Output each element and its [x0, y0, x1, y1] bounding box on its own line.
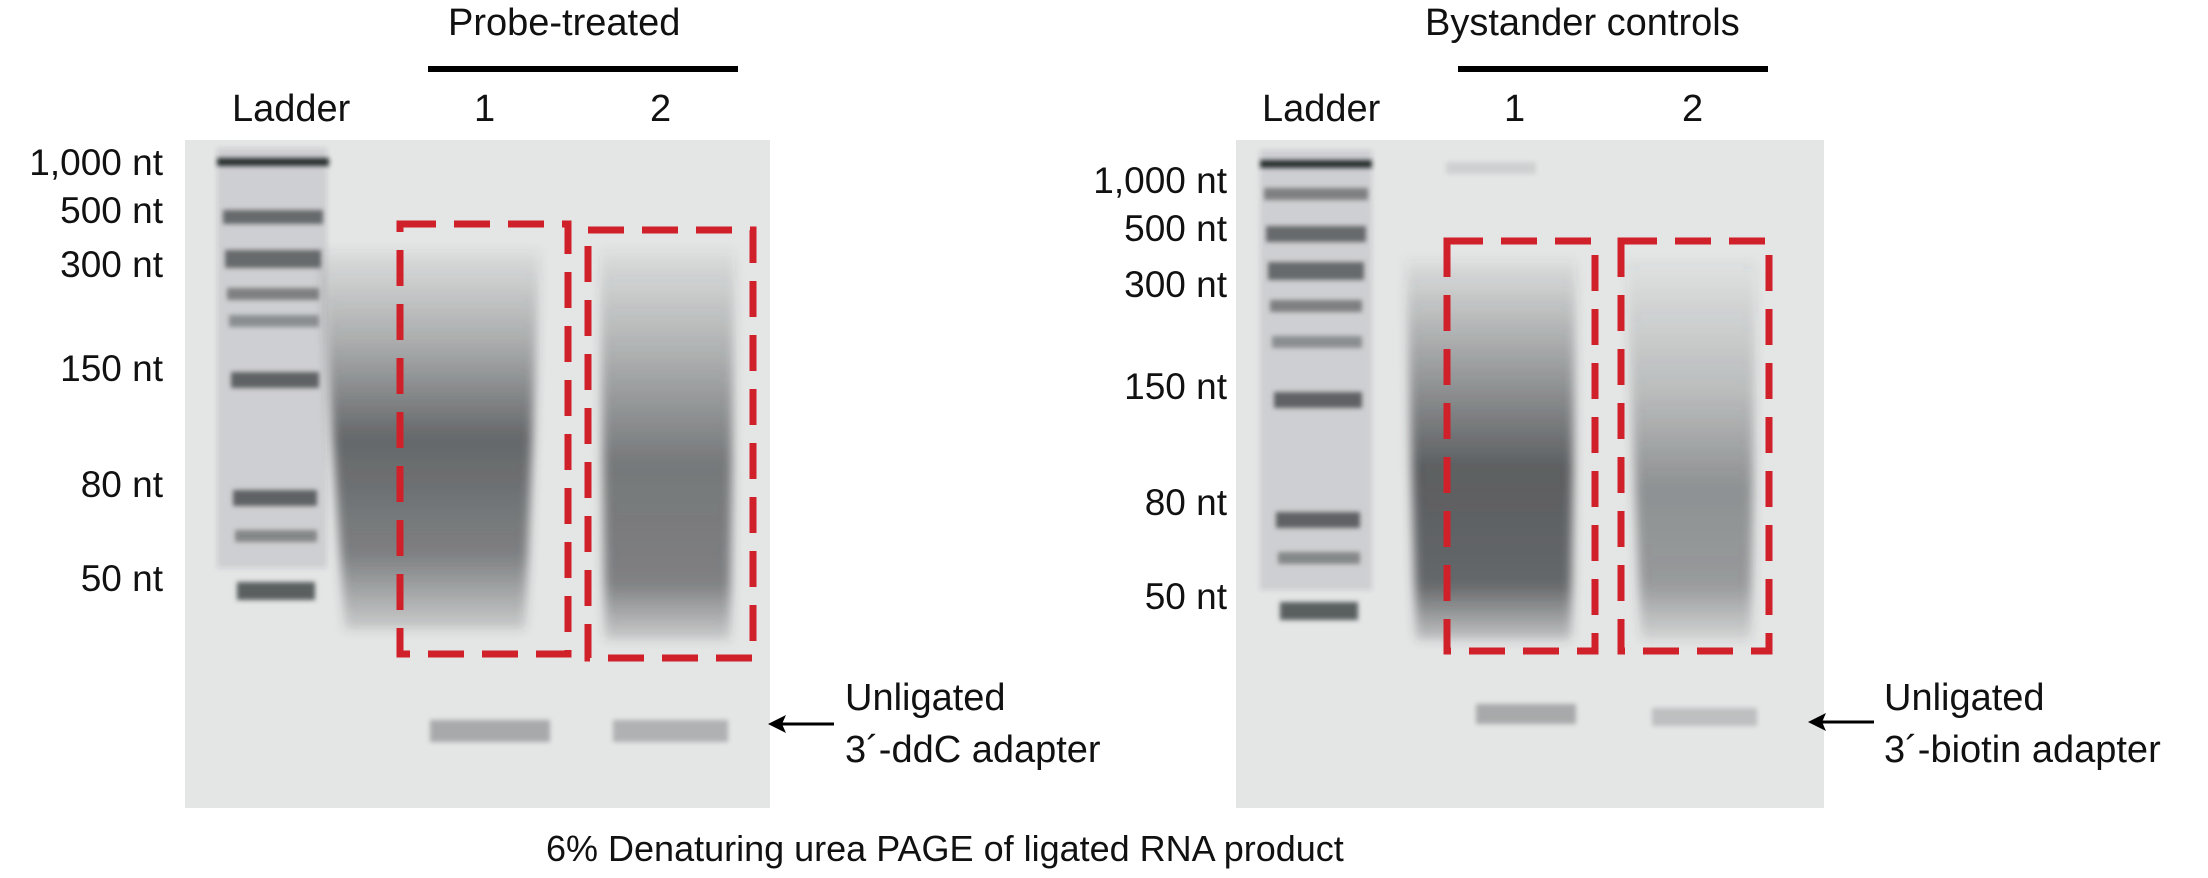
left-gel-image [185, 140, 770, 808]
left-group-bar [428, 66, 738, 72]
left-lane-label-ladder: Ladder [232, 88, 351, 130]
right-lane-label-2: 2 [1682, 88, 1704, 130]
right-lane2-adapter-band [1652, 708, 1757, 726]
left-marker-300nt: 300 nt [60, 244, 163, 285]
left-lane2-smear [600, 250, 735, 640]
left-lane-label-1: 1 [474, 88, 496, 130]
figure-caption: 6% Denaturing urea PAGE of ligated RNA p… [546, 828, 1344, 869]
left-adapter-label: Unligated 3´-ddC adapter [845, 672, 1101, 776]
right-marker-50nt: 50 nt [1144, 576, 1227, 617]
right-marker-500nt: 500 nt [1124, 208, 1227, 249]
left-adapter-line1: Unligated [845, 677, 1006, 719]
right-marker-300nt: 300 nt [1124, 264, 1227, 305]
right-group-bar [1458, 66, 1768, 72]
left-lane1-dashed-box [396, 220, 572, 658]
left-marker-150nt: 150 nt [60, 348, 163, 389]
left-lane1-adapter-band [430, 720, 550, 742]
right-marker-150nt: 150 nt [1124, 366, 1227, 407]
right-marker-1000nt: 1,000 nt [1093, 160, 1227, 201]
right-lane1-dashed-box [1443, 237, 1599, 655]
right-marker-80nt: 80 nt [1144, 482, 1227, 523]
right-group-label: Bystander controls [1425, 2, 1740, 44]
left-ladder-lane [217, 148, 329, 600]
left-adapter-line2: 3´-ddC adapter [845, 729, 1101, 771]
right-lane2-dashed-box [1617, 237, 1773, 655]
right-lane1-smear [1406, 260, 1576, 640]
right-adapter-line1: Unligated [1884, 677, 2045, 719]
right-lane-label-ladder: Ladder [1262, 88, 1381, 130]
left-lane2-dashed-box [584, 226, 757, 662]
left-group-label: Probe-treated [448, 2, 681, 44]
right-lane1-adapter-band [1476, 704, 1576, 724]
right-adapter-label: Unligated 3´-biotin adapter [1884, 672, 2161, 776]
right-lane2-smear [1626, 260, 1756, 640]
arrow-left-icon [1808, 713, 1874, 731]
left-lane-label-2: 2 [650, 88, 672, 130]
right-ladder-lane [1260, 150, 1372, 620]
left-marker-500nt: 500 nt [60, 190, 163, 231]
left-marker-50nt: 50 nt [80, 558, 163, 599]
right-gel-image [1236, 140, 1824, 808]
left-marker-80nt: 80 nt [80, 464, 163, 505]
right-lane-label-1: 1 [1504, 88, 1526, 130]
right-lane1-top-band [1446, 162, 1536, 174]
left-lane1-smear [320, 250, 540, 630]
left-lane2-adapter-band [613, 720, 728, 742]
arrow-left-icon [768, 715, 834, 733]
right-adapter-line2: 3´-biotin adapter [1884, 729, 2161, 771]
left-marker-1000nt: 1,000 nt [29, 142, 163, 183]
